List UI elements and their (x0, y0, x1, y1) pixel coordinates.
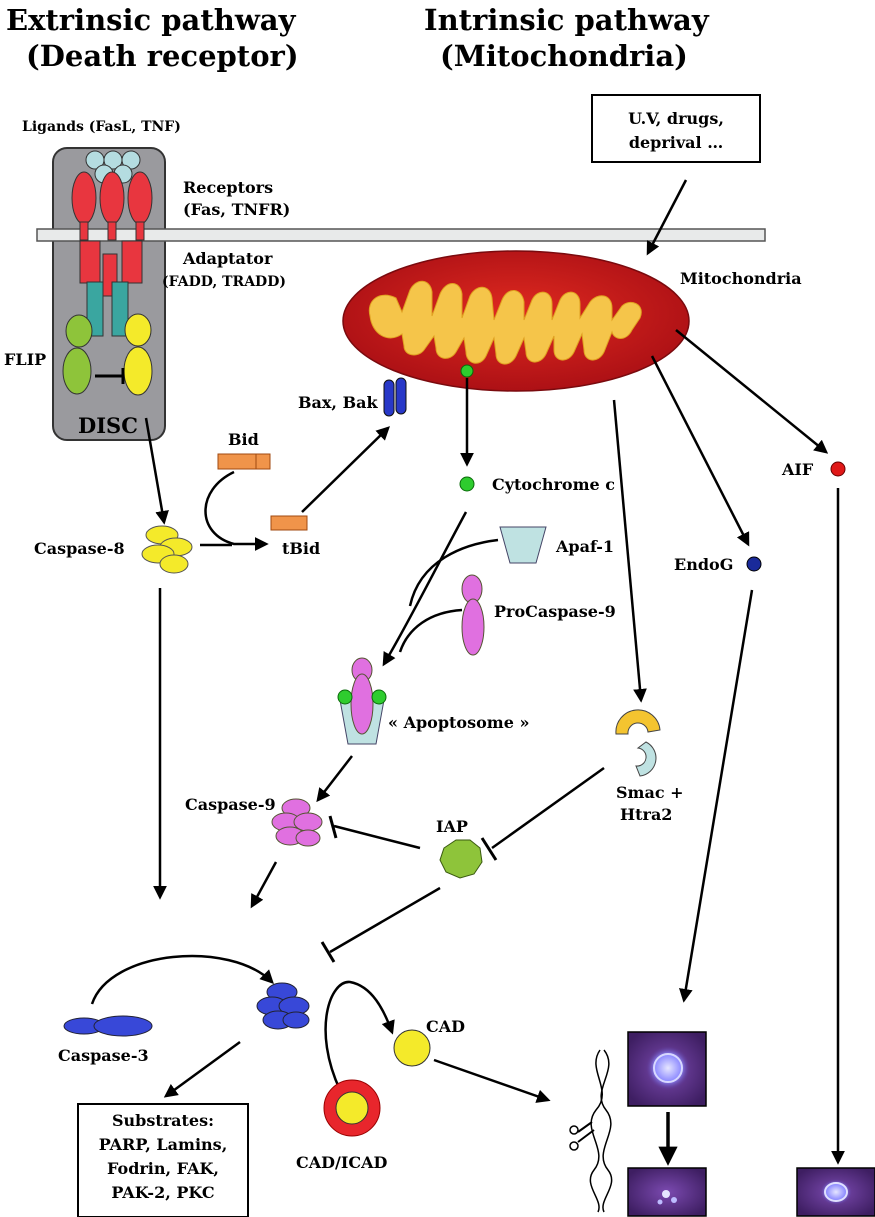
cad-icad-icon (323, 1079, 381, 1137)
apoptosome-icon (337, 657, 387, 745)
smac-htra2-icon (615, 709, 661, 777)
nucleus-image-condensed (796, 1167, 875, 1217)
smac-inhibits-iap-bar (480, 837, 498, 861)
stimulus-line-2: deprival … (629, 133, 723, 152)
htra2-label: Htra2 (620, 805, 672, 824)
procaspase9-label: ProCaspase-9 (494, 602, 616, 621)
bax-bak-icon (383, 377, 407, 417)
caspase3-label: Caspase-3 (58, 1046, 149, 1065)
bid-cleavage-arrow (204, 470, 269, 551)
iap-icon (439, 839, 483, 879)
mito-to-aif-arrow (675, 329, 829, 454)
adaptator-sublabel: (FADD, TRADD) (162, 274, 286, 290)
receptors-label: Receptors (183, 178, 273, 197)
procaspase9-icon (461, 574, 485, 656)
smac-label: Smac + (616, 783, 684, 802)
disc-to-caspase8-arrow (144, 417, 169, 525)
apaf1-label: Apaf-1 (555, 537, 614, 556)
substrates-line-4: PAK-2, PKC (111, 1183, 214, 1202)
iap-inhibits-caspase3-bar (320, 941, 336, 963)
tbid-label: tBid (282, 539, 320, 558)
cell-membrane (36, 228, 766, 242)
mito-to-endog-arrow (650, 355, 750, 547)
substrates-box: Substrates: PARP, Lamins, Fodrin, FAK, P… (77, 1103, 249, 1217)
iap-label: IAP (436, 817, 468, 836)
extrinsic-subtitle: (Death receptor) (26, 39, 299, 73)
cytc-to-apoptosome-arrow (382, 511, 468, 667)
substrates-line-1: Substrates: (112, 1111, 214, 1130)
iap-inhibits-caspase3 (329, 886, 441, 954)
dna-icon (569, 1049, 613, 1213)
caspase9-to-caspase3-arrow (250, 861, 278, 909)
substrates-line-3: Fodrin, FAK, (107, 1159, 219, 1178)
substrates-line-2: PARP, Lamins, (99, 1135, 228, 1154)
stimulus-to-mito-arrow (646, 179, 688, 256)
cad-release-arrow (324, 980, 395, 1091)
extrinsic-title: Extrinsic pathway (6, 3, 297, 37)
apaf1-icon (499, 526, 547, 564)
cytochrome-c-label: Cytochrome c (492, 475, 615, 494)
caspase3-activation-arrow (90, 954, 274, 1005)
disc-label: DISC (78, 413, 138, 438)
stimulus-box: U.V, drugs, deprival … (591, 94, 761, 163)
apoptosome-label: « Apoptosome » (388, 713, 529, 732)
adaptor-icon (86, 281, 129, 337)
bid-label: Bid (228, 430, 259, 449)
bax-bak-label: Bax, Bak (298, 393, 378, 412)
receptor-icon (71, 171, 153, 297)
caspase3-icon (256, 982, 310, 1030)
flip-icon (62, 314, 93, 395)
procaspase3-icon (63, 1015, 153, 1037)
apoptosome-to-caspase9-arrow (316, 755, 353, 803)
cad-icon (393, 1029, 431, 1067)
bid-icon (217, 453, 271, 470)
endog-to-cell-arrow (679, 589, 754, 1003)
iap-inhibits-caspase9-bar (328, 815, 338, 839)
cad-to-dna-arrow (433, 1058, 551, 1103)
tbid-icon (270, 515, 308, 531)
nucleus-image-intact (627, 1031, 707, 1107)
cad-label: CAD (426, 1017, 465, 1036)
cytochrome-c-in-mito (460, 364, 474, 378)
smac-inhibits-iap (491, 766, 605, 850)
cytochrome-c-icon (459, 476, 475, 492)
procaspase9-join-curve (398, 608, 463, 653)
caspase8-icon (141, 525, 193, 574)
nucleus-image-fragmented (627, 1167, 707, 1217)
caspase3-to-substrates-arrow (163, 1040, 241, 1098)
flip-label: FLIP (4, 350, 46, 369)
ligand-icon (85, 150, 141, 184)
receptors-sublabel: (Fas, TNFR) (183, 200, 290, 219)
procaspase8-icon (123, 313, 153, 396)
endog-label: EndoG (674, 555, 733, 574)
tbid-to-bax-arrow (301, 426, 390, 513)
iap-inhibits-caspase9 (333, 824, 421, 850)
intrinsic-subtitle: (Mitochondria) (440, 39, 688, 73)
mito-to-smac-arrow (612, 399, 647, 703)
ligands-label: Ligands (FasL, TNF) (22, 119, 181, 135)
intrinsic-title: Intrinsic pathway (424, 3, 710, 37)
caspase8-label: Caspase-8 (34, 539, 125, 558)
endog-icon (746, 556, 762, 572)
cad-icad-label: CAD/ICAD (296, 1153, 388, 1172)
aif-label: AIF (781, 460, 814, 479)
mitochondria-label: Mitochondria (680, 269, 802, 288)
aif-icon (830, 461, 846, 477)
apaf1-join-curve (408, 538, 499, 607)
caspase9-label: Caspase-9 (185, 795, 276, 814)
adaptator-label: Adaptator (182, 249, 273, 268)
stimulus-line-1: U.V, drugs, (628, 109, 724, 128)
caspase9-icon (271, 798, 323, 847)
mitochondria-icon (342, 250, 690, 392)
